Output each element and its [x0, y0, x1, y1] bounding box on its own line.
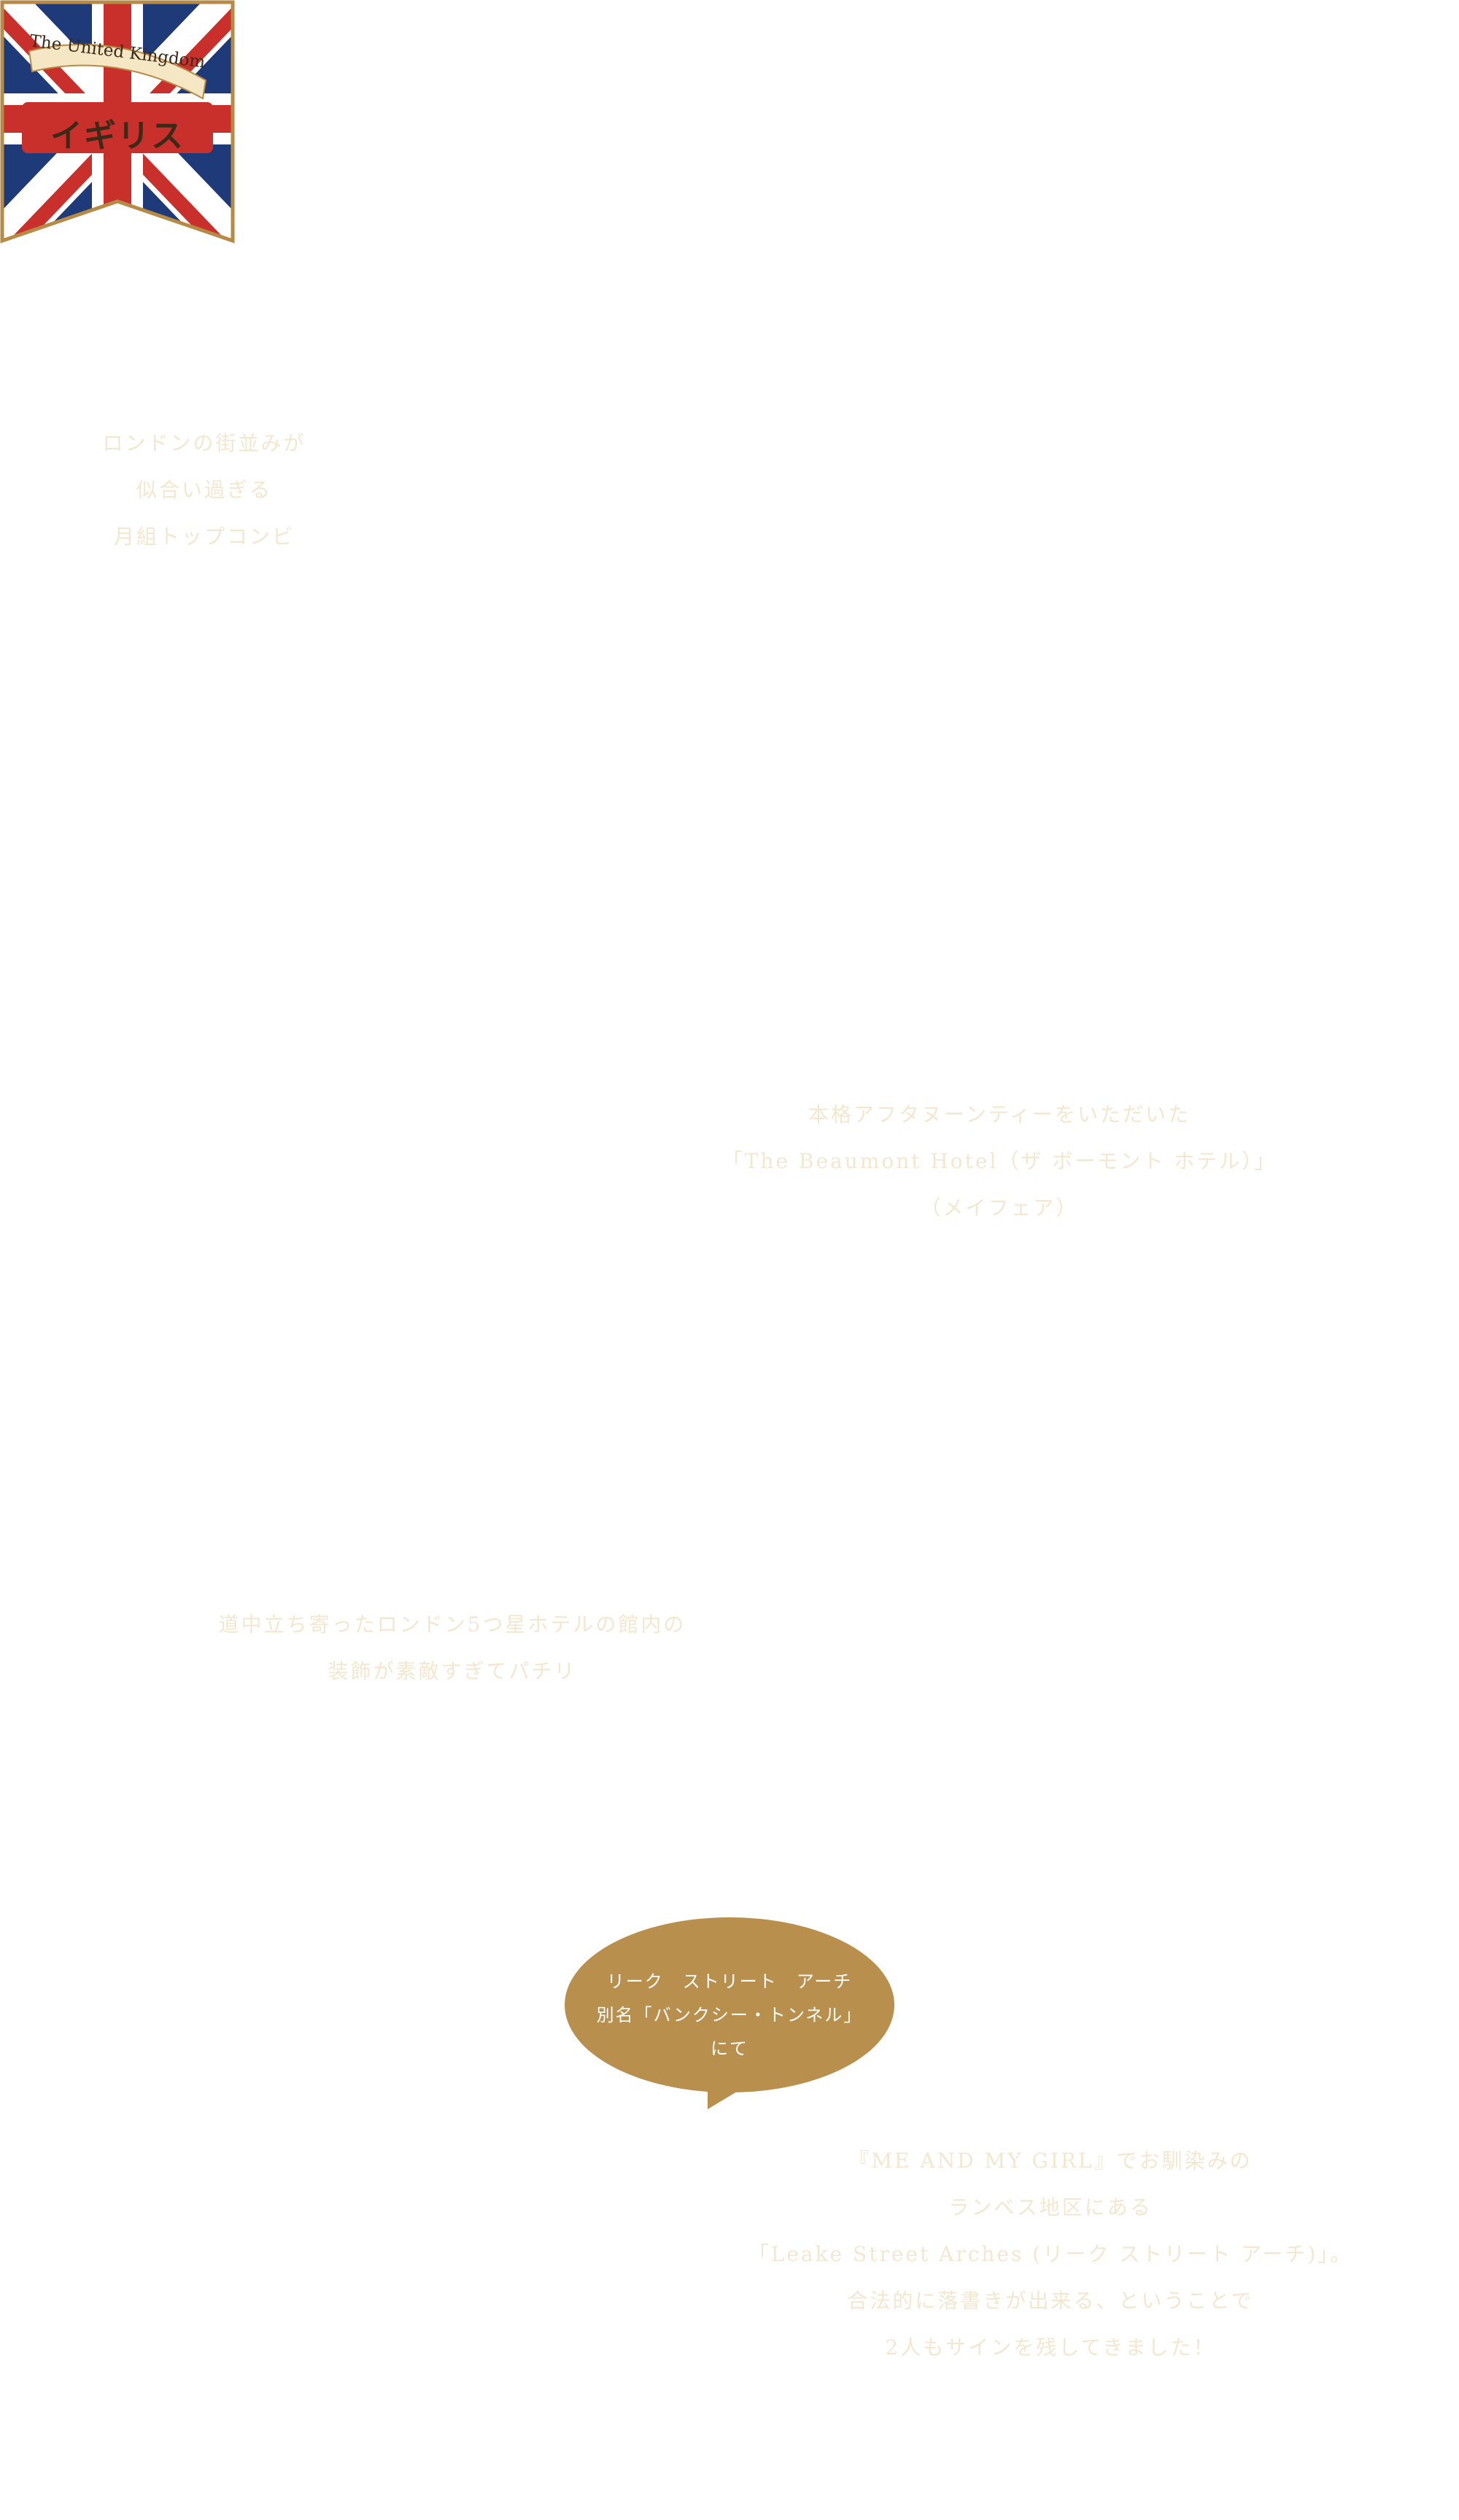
banner-country-ja: イギリス — [50, 117, 185, 155]
bubble-line: にて — [711, 2038, 748, 2059]
caption-line: 合法的に落書きが出来る、ということで — [847, 2289, 1254, 2313]
caption-line: 『ME AND MY GIRL』でお馴染みの — [848, 2149, 1253, 2173]
caption-line: ランベス地区にある — [948, 2195, 1153, 2219]
country-banner: The United Kingdom イギリス — [0, 0, 235, 245]
speech-bubble: リーク ストリート アーチ 別名「バンクシー・トンネル」 にて — [562, 1914, 897, 2111]
caption-line: 「The Beaumont Hotel（ザ ボーモント ホテル）」 — [721, 1149, 1277, 1173]
photo-caption-2: 本格アフタヌーンティーをいただいた 「The Beaumont Hotel（ザ … — [708, 1091, 1291, 1232]
caption-line: 道中立ち寄ったロンドン5つ星ホテルの館内の — [218, 1612, 686, 1636]
caption-line: ロンドンの街並みが — [102, 431, 306, 455]
speech-bubble-text: リーク ストリート アーチ 別名「バンクシー・トンネル」 にて — [562, 1965, 897, 2065]
caption-line: 2人もサインを残してきました！ — [885, 2335, 1216, 2359]
caption-line: 本格アフタヌーンティーをいただいた — [808, 1102, 1191, 1126]
bubble-line: リーク ストリート アーチ — [606, 1971, 853, 1992]
caption-line: 装飾が素敵すぎてパチリ — [328, 1659, 577, 1683]
photo-caption-3: 道中立ち寄ったロンドン5つ星ホテルの館内の 装飾が素敵すぎてパチリ — [146, 1601, 759, 1695]
photo-caption-4: 『ME AND MY GIRL』でお馴染みの ランベス地区にある 「Leake … — [730, 2138, 1371, 2371]
bubble-line: 別名「バンクシー・トンネル」 — [596, 2005, 863, 2025]
caption-line: （メイフェア） — [920, 1196, 1079, 1220]
speech-bubble-icon — [565, 1917, 894, 2109]
caption-line: 似合い過ぎる — [136, 478, 272, 502]
caption-line: 月組トップコンビ — [113, 525, 295, 549]
union-jack-flag-icon — [0, 0, 235, 244]
photo-caption-1: ロンドンの街並みが 似合い過ぎる 月組トップコンビ — [58, 420, 350, 560]
caption-line: 「Leake Street Arches (リーク ストリート アーチ)」。 — [748, 2242, 1353, 2266]
